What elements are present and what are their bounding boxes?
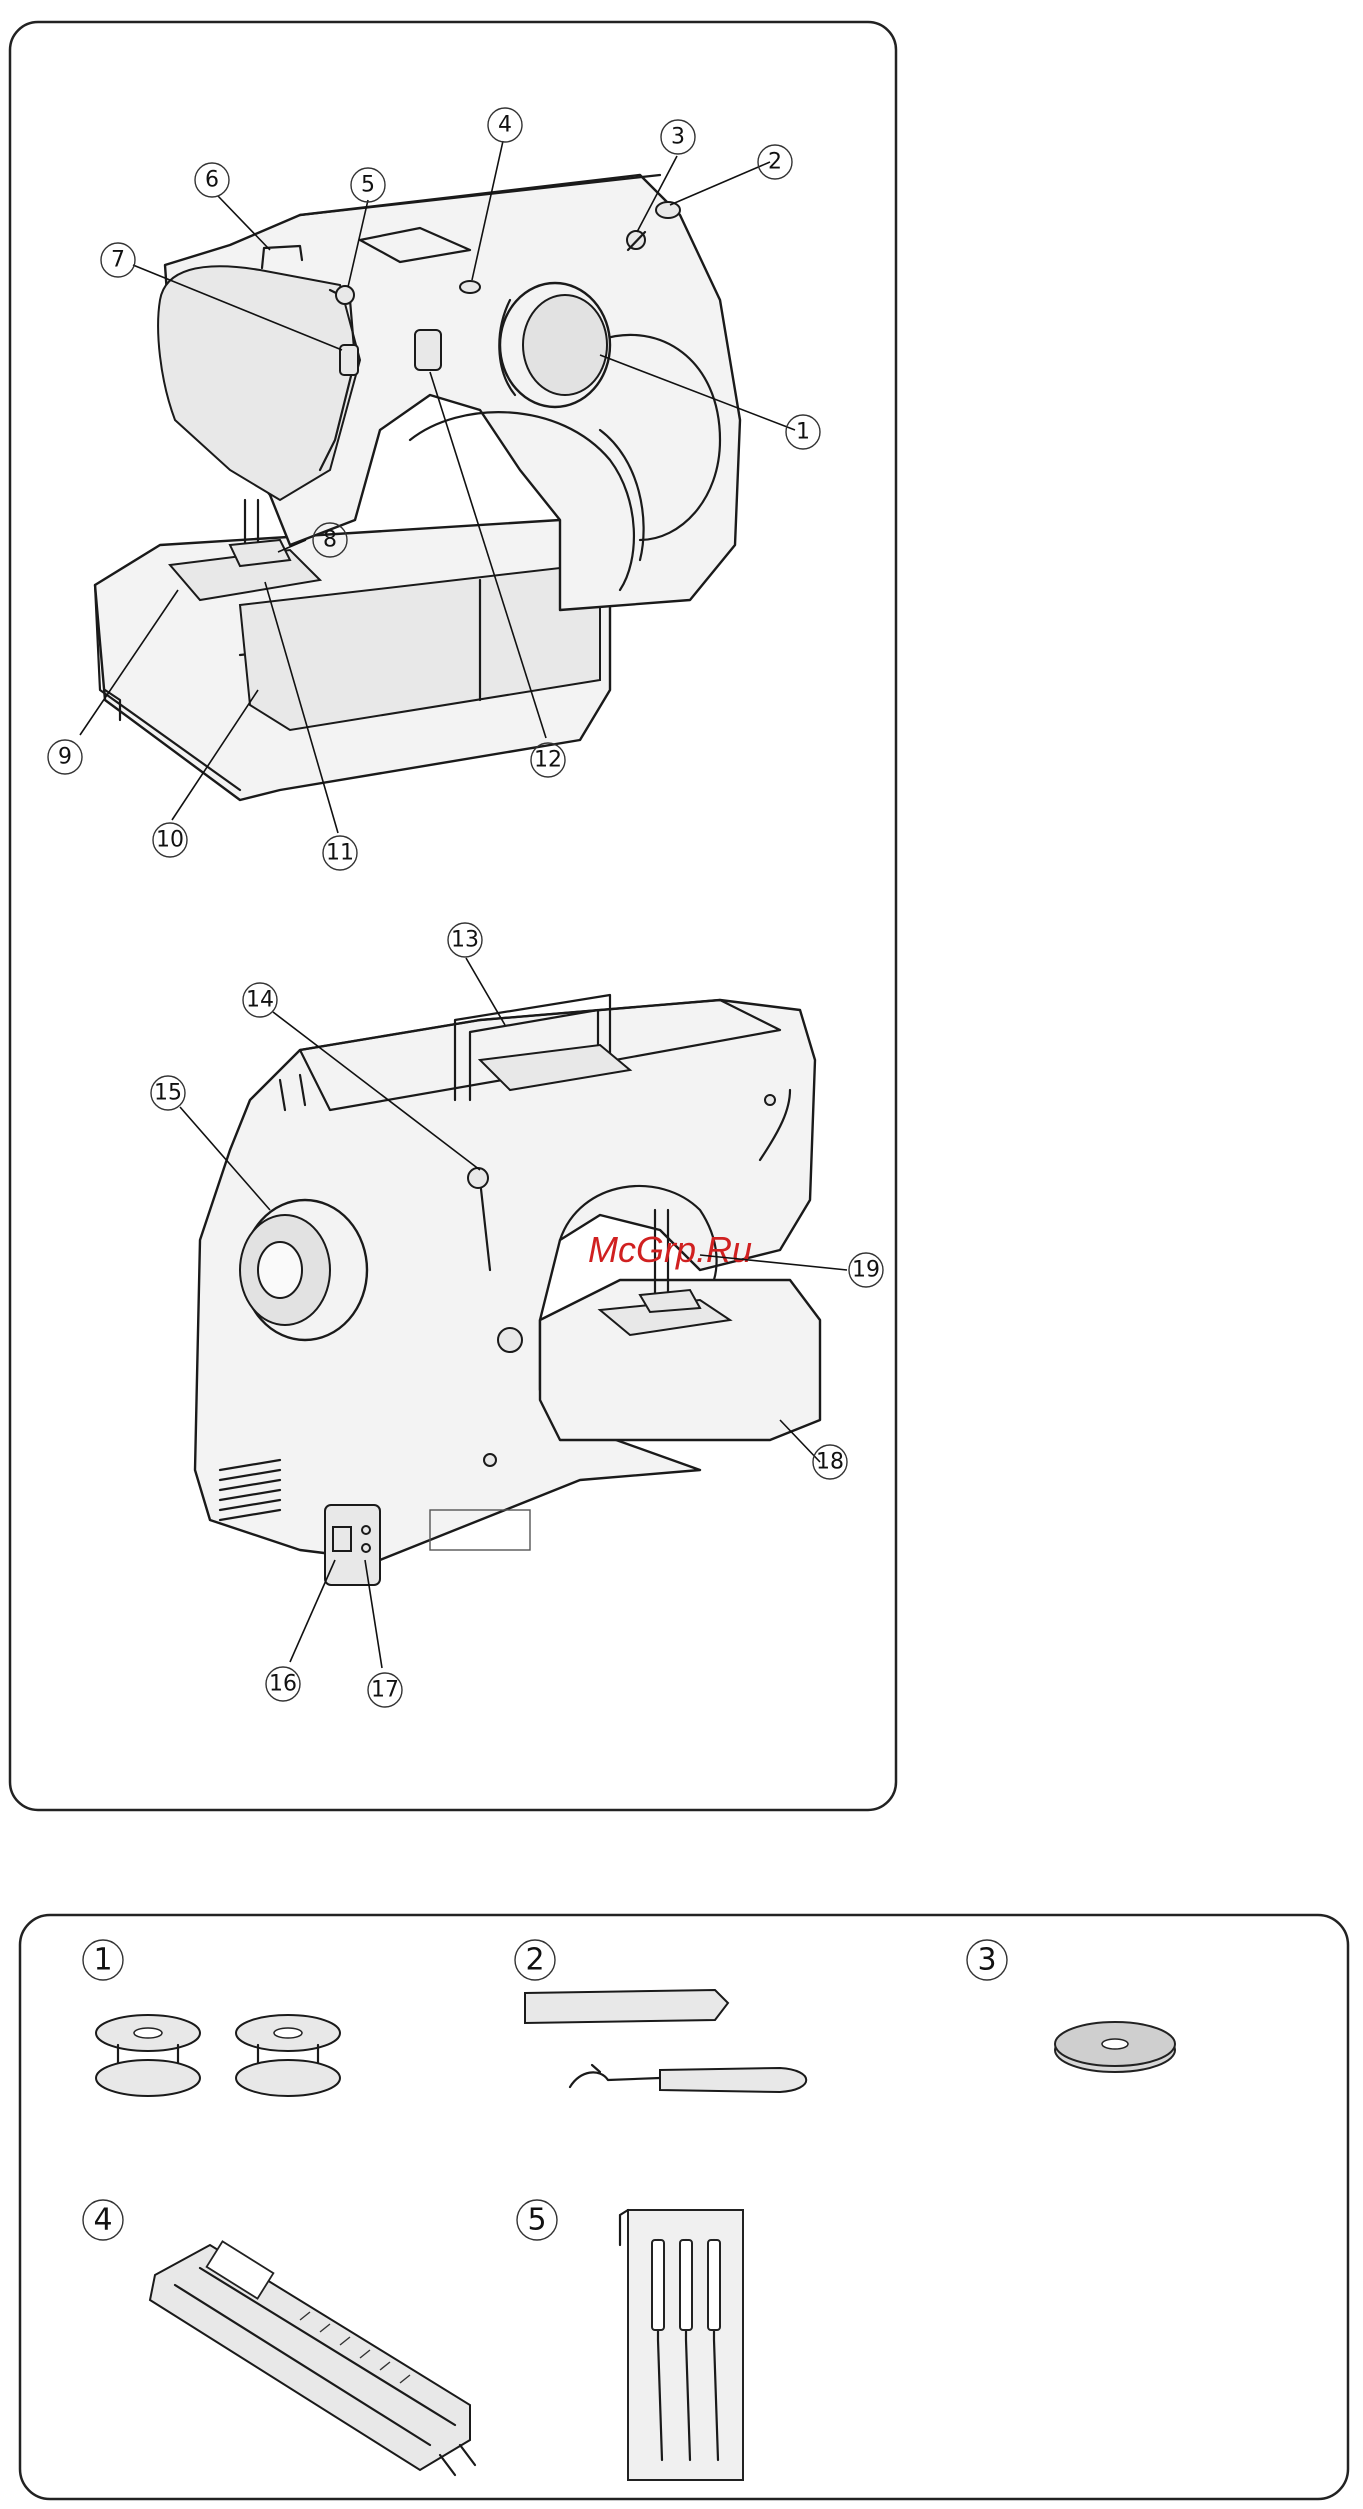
svg-text:12: 12 — [534, 748, 562, 773]
callout-18: 18 — [813, 1445, 847, 1479]
svg-text:6: 6 — [205, 168, 219, 193]
label-1: 1 — [83, 1940, 123, 1980]
svg-text:2: 2 — [768, 150, 782, 175]
accessory-3: 3 — [967, 1940, 1175, 2072]
accessory-2: 2 — [515, 1940, 806, 2092]
callout-10: 10 — [153, 823, 187, 857]
callout-11: 11 — [323, 836, 357, 870]
svg-text:14: 14 — [246, 988, 274, 1013]
callout-15: 15 — [151, 1076, 185, 1110]
svg-text:9: 9 — [58, 745, 72, 770]
svg-text:19: 19 — [852, 1258, 880, 1283]
svg-text:1: 1 — [796, 420, 810, 445]
svg-text:5: 5 — [527, 2203, 546, 2238]
callout-6: 6 — [195, 163, 229, 197]
needles-icon — [620, 2210, 743, 2480]
svg-text:2: 2 — [525, 1943, 544, 1978]
svg-text:15: 15 — [154, 1081, 182, 1106]
svg-text:16: 16 — [269, 1672, 297, 1697]
machine-front-view — [95, 175, 740, 800]
buttonhole-foot-icon — [150, 2241, 475, 2475]
svg-text:8: 8 — [323, 528, 337, 553]
svg-text:4: 4 — [93, 2203, 112, 2238]
callout-14: 14 — [243, 983, 277, 1017]
callout-4: 4 — [488, 108, 522, 142]
label-4: 4 — [83, 2200, 123, 2240]
callout-12: 12 — [531, 743, 565, 777]
svg-text:11: 11 — [326, 841, 354, 866]
svg-text:7: 7 — [111, 248, 125, 273]
svg-text:3: 3 — [977, 1943, 996, 1978]
accessory-1: 1 — [83, 1940, 340, 2096]
machine-rear-view — [195, 995, 820, 1585]
svg-text:10: 10 — [156, 828, 184, 853]
bobbins-icon — [96, 2015, 340, 2096]
callout-13: 13 — [448, 923, 482, 957]
callout-19: 19 — [849, 1253, 883, 1287]
callout-1: 1 — [786, 415, 820, 449]
label-5: 5 — [517, 2200, 557, 2240]
svg-text:17: 17 — [371, 1678, 399, 1703]
accessory-5: 5 — [517, 2200, 743, 2480]
svg-text:3: 3 — [671, 125, 685, 150]
svg-text:18: 18 — [816, 1450, 844, 1475]
svg-text:13: 13 — [451, 928, 479, 953]
callout-2: 2 — [758, 145, 792, 179]
callout-7: 7 — [101, 243, 135, 277]
spool-felt-icon — [1055, 2022, 1175, 2072]
callout-9: 9 — [48, 740, 82, 774]
callout-3: 3 — [661, 120, 695, 154]
svg-text:4: 4 — [498, 113, 512, 138]
accessory-4: 4 — [83, 2200, 475, 2475]
callout-17: 17 — [368, 1673, 402, 1707]
screwdriver-seam-ripper-icon — [525, 1990, 806, 2092]
label-2: 2 — [515, 1940, 555, 1980]
svg-text:5: 5 — [361, 173, 375, 198]
label-3: 3 — [967, 1940, 1007, 1980]
callout-5: 5 — [351, 168, 385, 202]
svg-text:1: 1 — [93, 1943, 112, 1978]
watermark: McGrp.Ru — [588, 1229, 752, 1270]
callout-16: 16 — [266, 1667, 300, 1701]
